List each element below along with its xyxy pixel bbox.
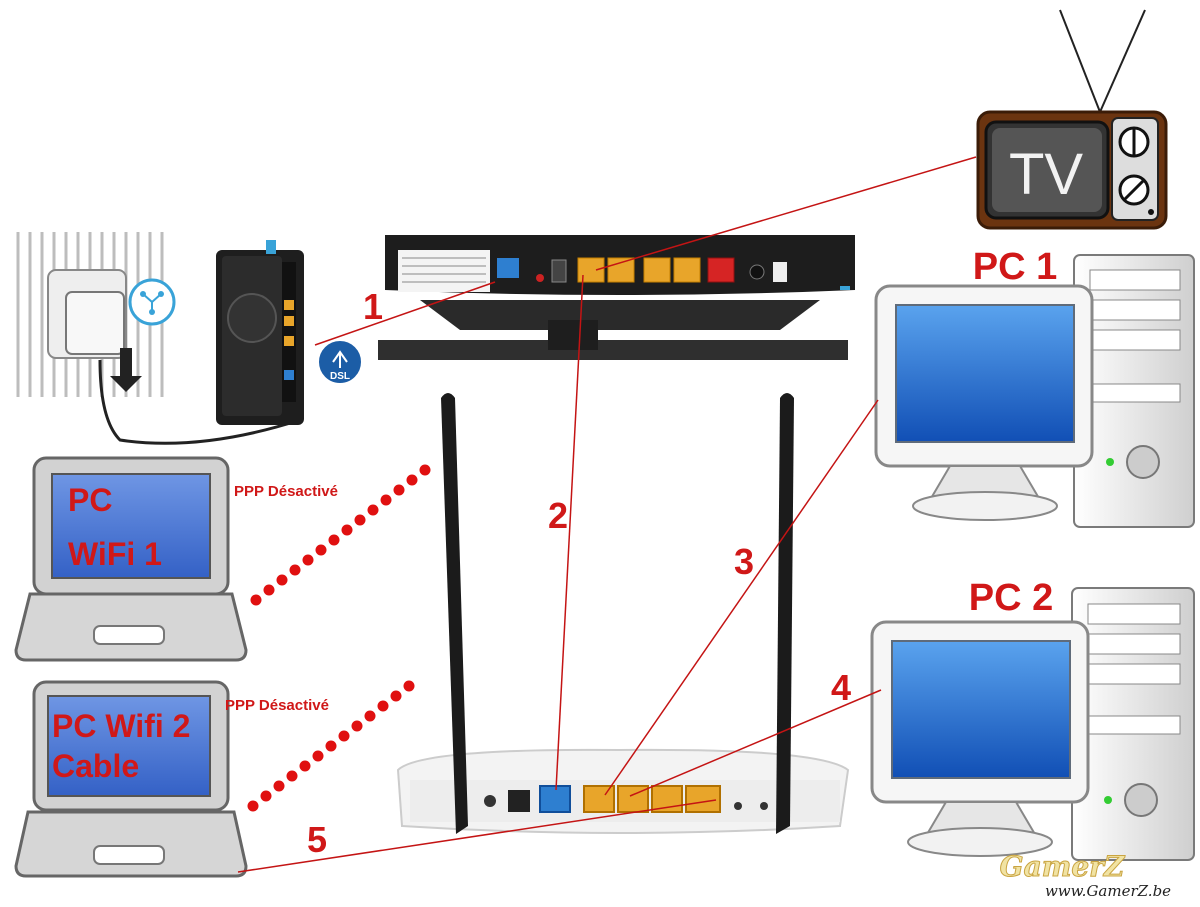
wifi-dots-laptop2: [247, 680, 415, 812]
cable-5: [237, 799, 717, 873]
ppp-status-laptop1: PPP Désactivé: [234, 483, 338, 500]
cable-tv: [595, 156, 977, 271]
tv-label: TV: [1009, 142, 1083, 207]
cable-2: [555, 274, 584, 791]
laptop1-label-line1: PC: [68, 482, 112, 518]
connection-label-5: 5: [307, 819, 327, 860]
pc2: PC 2: [870, 577, 1195, 861]
connection-label-4: 4: [831, 667, 851, 708]
tv: TV: [976, 9, 1168, 230]
laptop1: PC WiFi 1: [14, 456, 248, 662]
splitter-icon: [128, 278, 176, 326]
connection-label-3: 3: [734, 541, 754, 582]
cable-3: [604, 399, 879, 796]
cables: [237, 156, 977, 873]
pc1-label: PC 1: [973, 246, 1057, 288]
wifi-router: [396, 393, 850, 834]
dsl-badge-label: DSL: [330, 371, 350, 382]
ppp-status-laptop2: PPP Désactivé: [225, 697, 329, 714]
wall-socket: [10, 232, 301, 445]
modem-side: [216, 240, 304, 425]
connection-label-2: 2: [548, 495, 568, 536]
laptop2: PC Wifi 2 Cable: [14, 680, 248, 878]
connection-label-1: 1: [363, 286, 383, 327]
dsl-badge: DSL: [317, 339, 363, 385]
cable-1: [314, 281, 496, 346]
laptop2-label-line2: Cable: [52, 748, 139, 784]
laptop1-label-line2: WiFi 1: [68, 536, 162, 572]
modem-back-panel: [373, 225, 868, 365]
pc1: PC 1: [874, 246, 1195, 528]
wifi-dots-laptop1: [250, 464, 431, 606]
watermark-logo: GamerZ: [1000, 850, 1126, 883]
cable-4: [629, 689, 882, 797]
laptop2-label-line1: PC Wifi 2: [52, 708, 190, 744]
watermark-url: www.GamerZ.be: [1045, 882, 1171, 900]
pc2-label: PC 2: [969, 577, 1053, 619]
